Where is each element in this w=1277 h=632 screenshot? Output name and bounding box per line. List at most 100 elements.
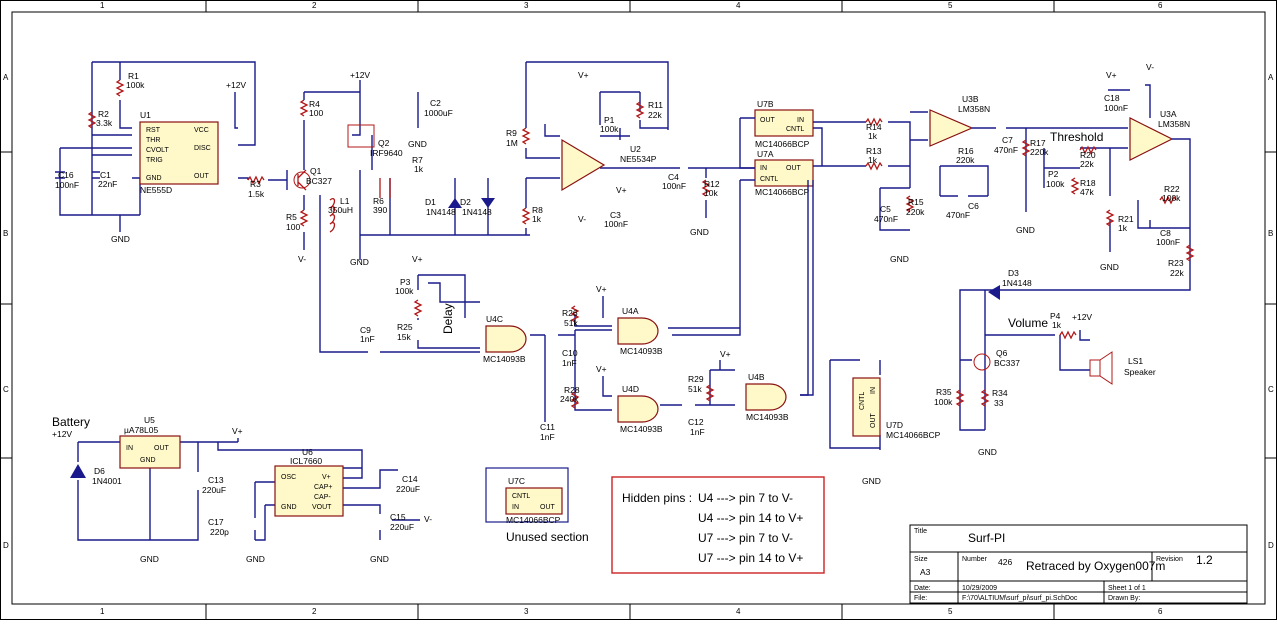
- r34-value: 33: [994, 398, 1004, 408]
- u7d-ref: U7D: [886, 420, 903, 430]
- u4b-part: MC14093B: [746, 412, 789, 422]
- u7c-pin-out: OUT: [540, 504, 556, 511]
- u1-timer-ic: [139, 121, 219, 185]
- gate-section: U4C MC14093B U4A MC14093B U4D MC14093B U…: [360, 180, 809, 442]
- drawn-by-label: Drawn By:: [1108, 595, 1140, 602]
- r11-ref: R11: [648, 100, 663, 110]
- r17-value: 220k: [1030, 147, 1049, 157]
- p3-ref: P3: [400, 277, 411, 287]
- c7-ref: C7: [1002, 135, 1013, 145]
- u4d-ref: U4D: [622, 384, 639, 394]
- r25-value: 15k: [397, 332, 411, 342]
- u1-ref: U1: [140, 110, 151, 120]
- d6-part: 1N4001: [92, 476, 122, 486]
- p2-value: 100k: [1046, 179, 1065, 189]
- r29-ref: R29: [688, 374, 704, 384]
- r1-ref: R1: [128, 71, 139, 81]
- d2-diode-icon: [481, 198, 495, 208]
- r7-ref: R7: [412, 155, 423, 165]
- u4d-part: MC14093B: [620, 424, 663, 434]
- u7c-part: MC14066BCP: [506, 515, 561, 525]
- r22-ref: R22: [1164, 184, 1180, 194]
- grid-row-a-right: A: [1268, 73, 1274, 82]
- u4c-ref: U4C: [486, 314, 503, 324]
- grid-row-b-right: B: [1268, 229, 1273, 238]
- p2-ref: P2: [1048, 169, 1059, 179]
- u2-part: NE5534P: [620, 154, 657, 164]
- hidden-pins-line-3: U7 ---> pin 7 to V-: [698, 531, 793, 545]
- c4-value: 100nF: [662, 181, 686, 191]
- r2-value: 3.3k: [96, 118, 113, 128]
- output-section: CNTL IN OUT U7D MC14066BCP Volume D3 1N4…: [829, 268, 1156, 486]
- c13-value: 220uF: [202, 485, 226, 495]
- d3-ref: D3: [1008, 268, 1019, 278]
- number-label: Number: [962, 556, 988, 563]
- c15-ref: C15: [390, 512, 406, 522]
- grid-col-3-bottom: 3: [524, 607, 529, 616]
- c17-value: 220p: [210, 527, 229, 537]
- unused-label: Unused section: [506, 530, 589, 544]
- u1-pin-rst: RST: [146, 127, 161, 134]
- u7a-pin-cntl: CNTL: [760, 176, 778, 183]
- grid-row-c: C: [3, 385, 9, 394]
- u7b-ref: U7B: [757, 99, 774, 109]
- u1-part: NE555D: [140, 185, 172, 195]
- grid-col-5: 5: [948, 1, 953, 10]
- size-label: Size: [914, 556, 928, 563]
- c15-value: 220uF: [390, 522, 414, 532]
- d3-part: 1N4148: [1002, 278, 1032, 288]
- revision-label: Revision: [1156, 556, 1183, 563]
- r23-ref: R23: [1168, 258, 1184, 268]
- battery-v12: +12V: [52, 429, 72, 439]
- u7b-pin-cntl: CNTL: [786, 126, 804, 133]
- r15-value: 220k: [906, 207, 925, 217]
- u1-v12: +12V: [226, 80, 246, 90]
- c5-gnd-label: GND: [890, 254, 909, 264]
- r11-value: 22k: [648, 110, 662, 120]
- u1-pin-trig: TRIG: [146, 157, 163, 164]
- u6-pin-vplus: V+: [322, 474, 331, 481]
- r12-gnd-label: GND: [690, 227, 709, 237]
- u5-part: µA78L05: [124, 425, 158, 435]
- u5-pin-in: IN: [126, 445, 133, 452]
- r29-vplus: V+: [720, 349, 731, 359]
- q2-ref: Q2: [378, 138, 390, 148]
- u6-vminus: V-: [424, 514, 432, 524]
- r23-value: 22k: [1170, 268, 1184, 278]
- p1-ref: P1: [604, 115, 615, 125]
- c14-value: 220uF: [396, 484, 420, 494]
- r26-value: 51k: [564, 318, 578, 328]
- q2-v12: +12V: [350, 70, 370, 80]
- c6-ref: C6: [968, 201, 979, 211]
- c1-value: 22nF: [98, 179, 117, 189]
- driver-section: Q1 BC327 Q2 IRF9640 R4 100 R5 100 L1 350…: [286, 70, 530, 353]
- file-label: File:: [914, 595, 927, 602]
- r14-value: 1k: [868, 131, 878, 141]
- r21-gnd-label: GND: [1100, 262, 1119, 272]
- title-block: Title Surf-PI Size A3 Number 426 Retrace…: [909, 524, 1248, 604]
- u2-vplus: V+: [578, 70, 589, 80]
- r28-vplus: V+: [596, 364, 607, 374]
- u7c-pin-cntl: CNTL: [512, 493, 530, 500]
- u3b-opamp: [929, 109, 974, 147]
- u2-ref: U2: [630, 144, 641, 154]
- r8-ref: R8: [532, 205, 543, 215]
- r35-value: 100k: [934, 397, 953, 407]
- u7d-pin-cntl: CNTL: [859, 392, 866, 410]
- hidden-pins-note: Hidden pins : U4 ---> pin 7 to V- U4 ---…: [611, 476, 825, 574]
- u7d-pin-out: OUT: [870, 413, 877, 429]
- u6-pin-vout: VOUT: [312, 504, 332, 511]
- u6-converter: [274, 465, 344, 517]
- u4b-gate: [745, 383, 787, 411]
- c9-value: 1nF: [360, 334, 375, 344]
- u1-pin-cvolt: CVOLT: [146, 147, 170, 154]
- u7c-ref: U7C: [508, 476, 525, 486]
- c8-value: 100nF: [1156, 237, 1180, 247]
- r13-ref: R13: [866, 146, 882, 156]
- grid-col-4-bottom: 4: [736, 607, 741, 616]
- ls1-part: Speaker: [1124, 367, 1156, 377]
- u4d-gate: [617, 395, 659, 423]
- u1-pin-gnd: GND: [146, 175, 162, 182]
- threshold-label: Threshold: [1050, 130, 1103, 144]
- u7a-part: MC14066BCP: [755, 187, 810, 197]
